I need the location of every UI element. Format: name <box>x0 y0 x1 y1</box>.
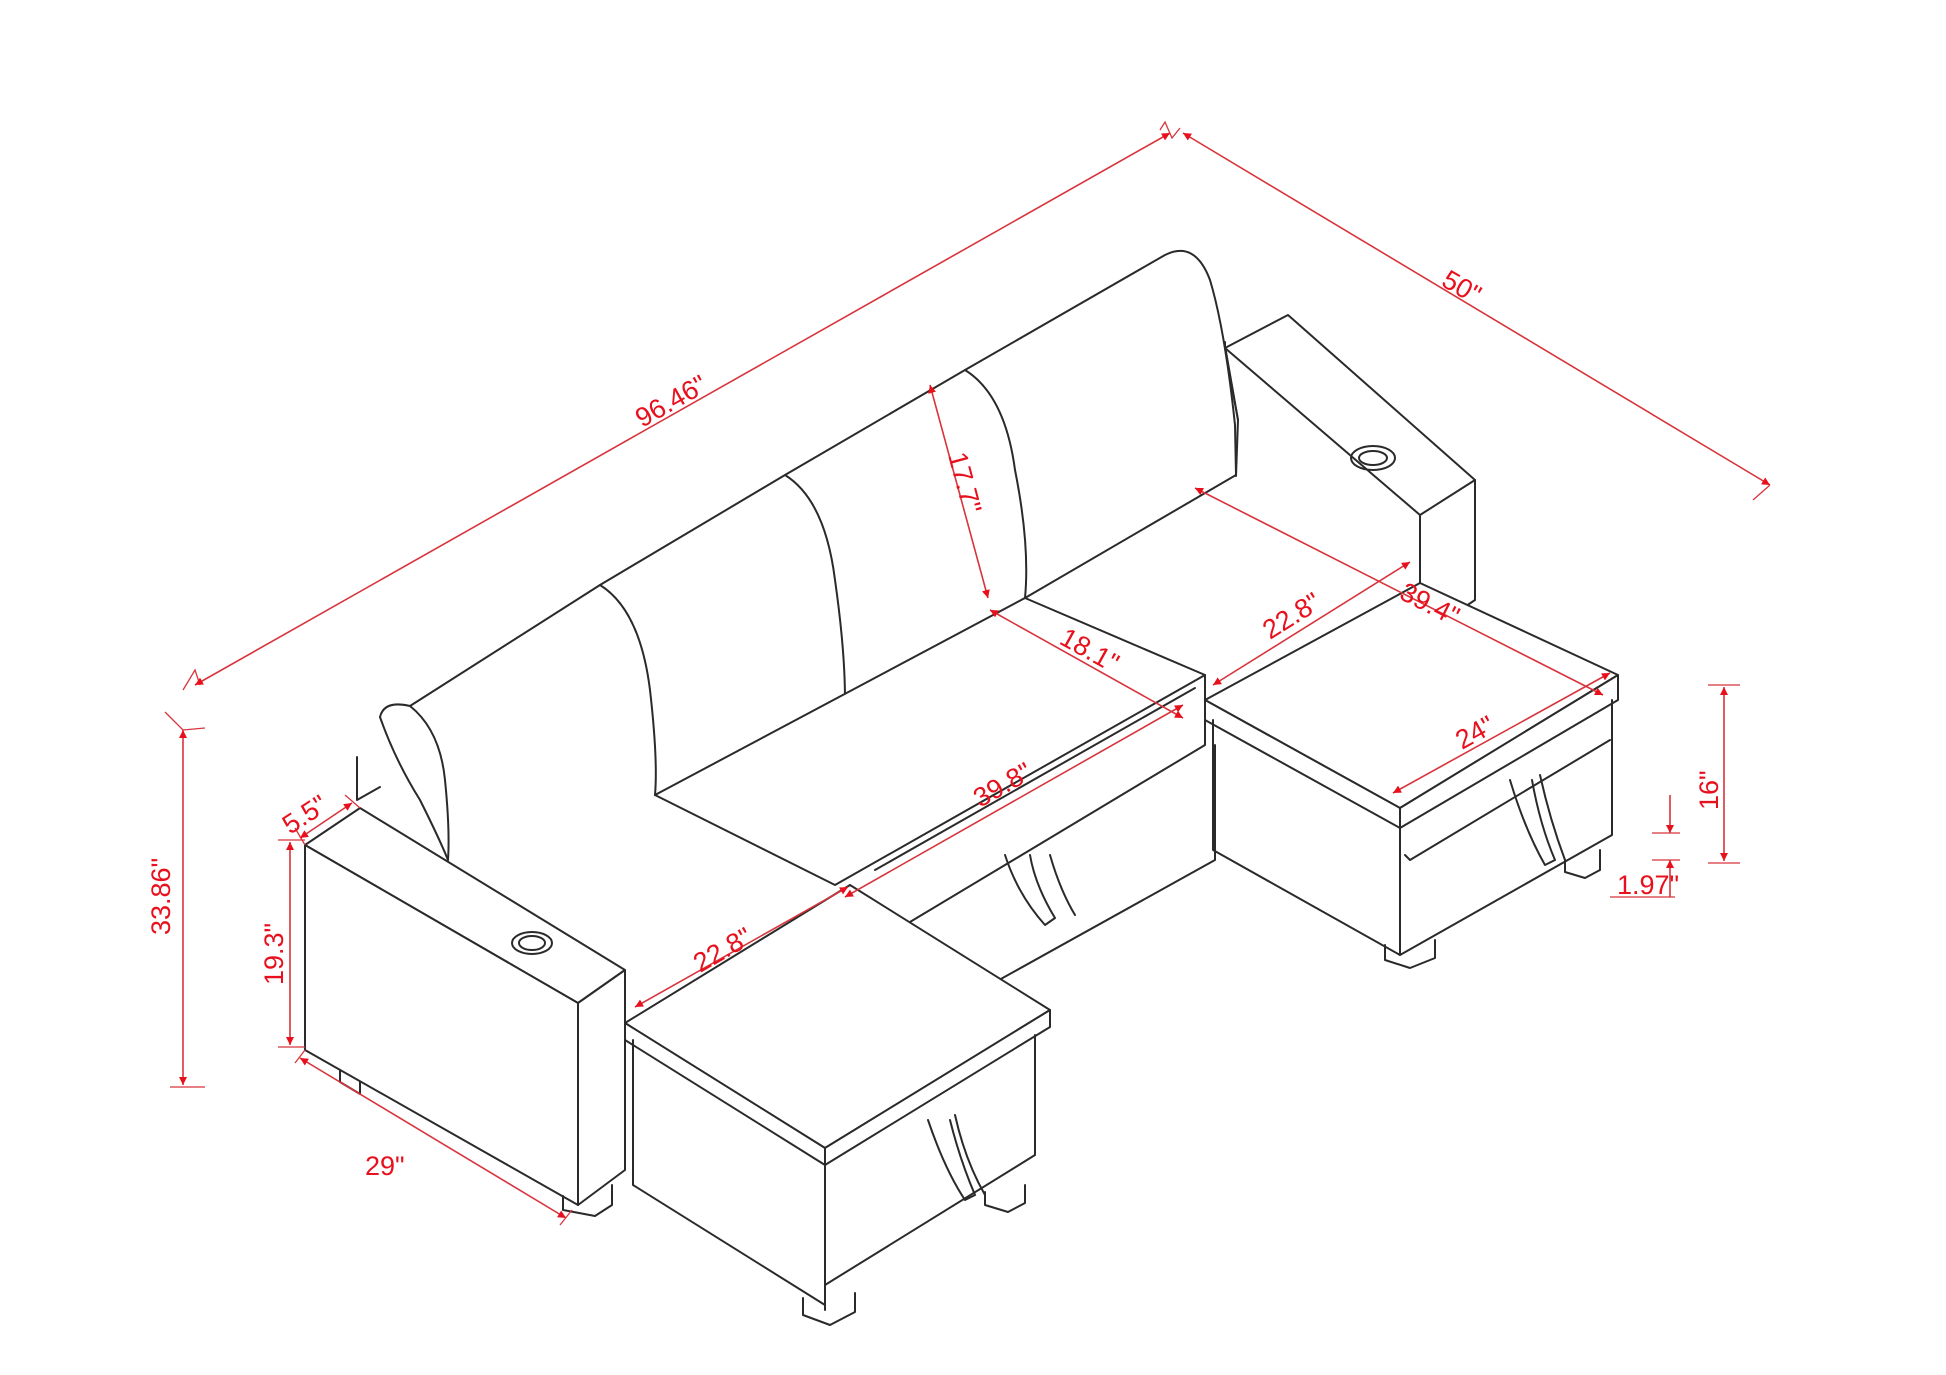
dim-line-arm-depth <box>299 1057 567 1219</box>
left-back-frame <box>356 756 381 801</box>
leg <box>802 1292 856 1326</box>
leg <box>1564 849 1601 879</box>
dim-line-center-seat <box>844 704 1184 898</box>
pull-handle <box>1004 854 1056 926</box>
sofa-outline <box>304 250 1619 1326</box>
dim-line-arm-width <box>299 802 353 839</box>
leg <box>984 1184 1026 1213</box>
left-arm <box>304 807 626 1217</box>
right-chaise <box>1204 582 1619 969</box>
dimension-lines <box>164 120 1771 1226</box>
dim-line-back-height <box>928 384 990 599</box>
pull-handle <box>927 1119 976 1201</box>
label-arm-height: 19.3" <box>259 923 289 985</box>
label-seat-height: 16" <box>1694 770 1724 810</box>
dim-line-overall-length <box>194 132 1171 686</box>
dim-line-overall-depth <box>1182 132 1771 486</box>
label-leg-height: 1.97" <box>1617 870 1679 900</box>
dim-line-chaise-length <box>1194 487 1604 696</box>
dim-line-left-chaise-width <box>634 886 849 1008</box>
label-overall-length: 96.46" <box>630 369 712 433</box>
right-arm <box>1224 314 1476 638</box>
cup-holder-left <box>511 931 553 955</box>
dim-line-seat-depth <box>989 609 1184 719</box>
left-chaise <box>624 884 1051 1326</box>
label-overall-height: 33.86" <box>146 858 176 935</box>
label-back-cushion-height: 17.7" <box>942 449 987 517</box>
pull-handle <box>1509 779 1556 866</box>
dim-line-chaise-front <box>1392 672 1611 794</box>
label-arm-depth: 29" <box>365 1151 405 1181</box>
label-overall-depth: 50" <box>1437 264 1486 310</box>
leg <box>1384 939 1436 969</box>
